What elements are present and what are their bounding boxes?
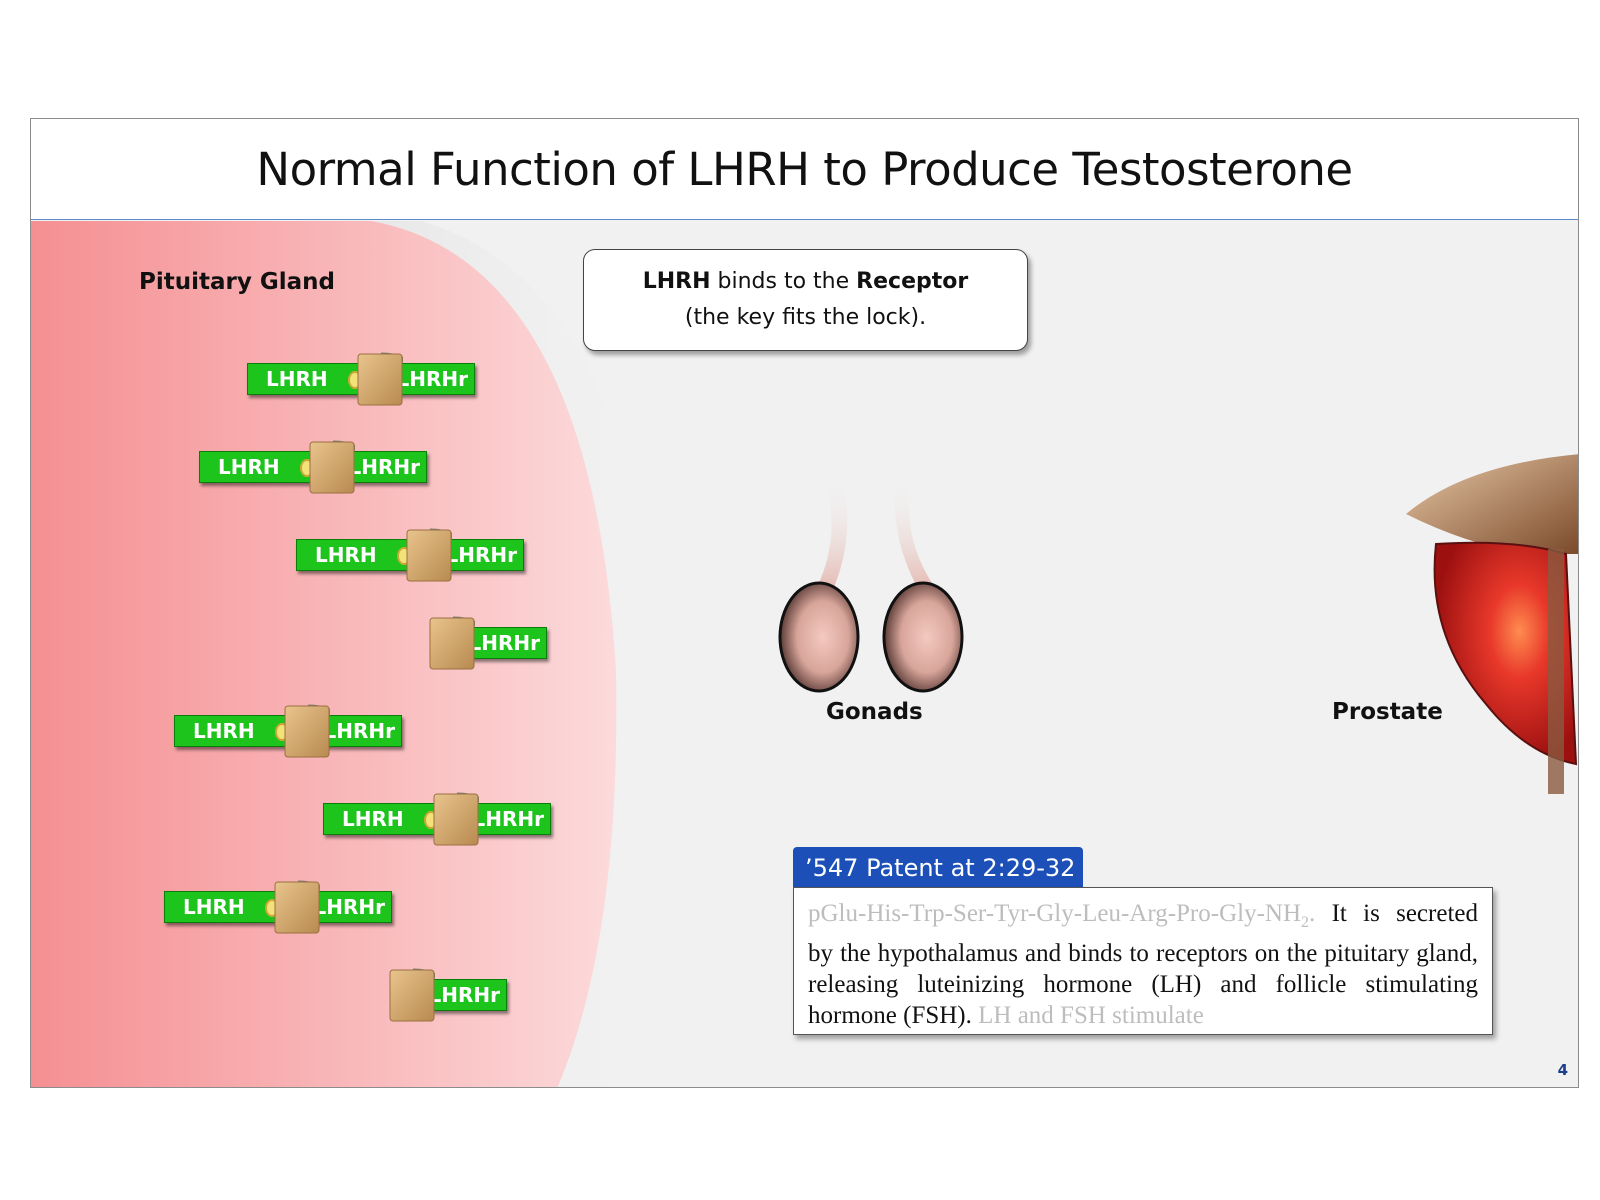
padlock-icon (433, 791, 492, 846)
title-bar: Normal Function of LHRH to Produce Testo… (31, 119, 1578, 220)
pituitary-gland-region (31, 221, 671, 1087)
patent-subscript: 2 (1301, 914, 1310, 931)
padlock-icon (389, 967, 448, 1022)
callout-line-2: (the key fits the lock). (684, 305, 927, 330)
padlock-icon (429, 615, 488, 670)
padlock-icon (284, 703, 343, 758)
slide-title: Normal Function of LHRH to Produce Testo… (256, 142, 1353, 196)
lhrh-key: LHRH (164, 891, 284, 923)
callout-receptor: Receptor (856, 269, 969, 294)
padlock-icon (309, 439, 368, 494)
patent-faded-tail: LH and FSH stimulate (978, 1002, 1204, 1029)
pituitary-shape (31, 221, 663, 1087)
padlock-icon (274, 879, 333, 934)
callout-box: LHRH binds to the Receptor (the key fits… (583, 249, 1028, 351)
prostate-illustration (1406, 454, 1578, 794)
callout-line-1: LHRH binds to the Receptor (643, 264, 968, 300)
callout-lhrh: LHRH (642, 269, 711, 294)
lhrh-key: LHRH (296, 539, 416, 571)
padlock-icon (406, 527, 465, 582)
gonads-label: Gonads (826, 699, 923, 725)
pituitary-gland-label: Pituitary Gland (139, 269, 335, 295)
slide: Normal Function of LHRH to Produce Testo… (30, 118, 1579, 1088)
prostate-label: Prostate (1332, 699, 1443, 725)
padlock-icon (357, 351, 416, 406)
lhrh-key: LHRH (323, 803, 443, 835)
callout-text: binds to the (710, 269, 857, 294)
lhrh-key: LHRH (247, 363, 367, 395)
patent-period: . (1309, 900, 1316, 927)
patent-citation-tab: ’547 Patent at 2:29-32 (793, 847, 1083, 889)
patent-faded-start: pGlu-His-Trp-Ser-Tyr-Gly-Leu-Arg-Pro-Gly… (808, 900, 1316, 931)
patent-sequence: pGlu-His-Trp-Ser-Tyr-Gly-Leu-Arg-Pro-Gly… (808, 900, 1302, 927)
lhrh-key: LHRH (199, 451, 319, 483)
page-number: 4 (1557, 1061, 1568, 1079)
patent-excerpt: pGlu-His-Trp-Ser-Tyr-Gly-Leu-Arg-Pro-Gly… (793, 887, 1493, 1035)
lhrh-key: LHRH (174, 715, 294, 747)
gonads-illustration (778, 479, 964, 693)
patent-body: It is secreted by the hypothalamus and b… (808, 900, 1478, 1029)
